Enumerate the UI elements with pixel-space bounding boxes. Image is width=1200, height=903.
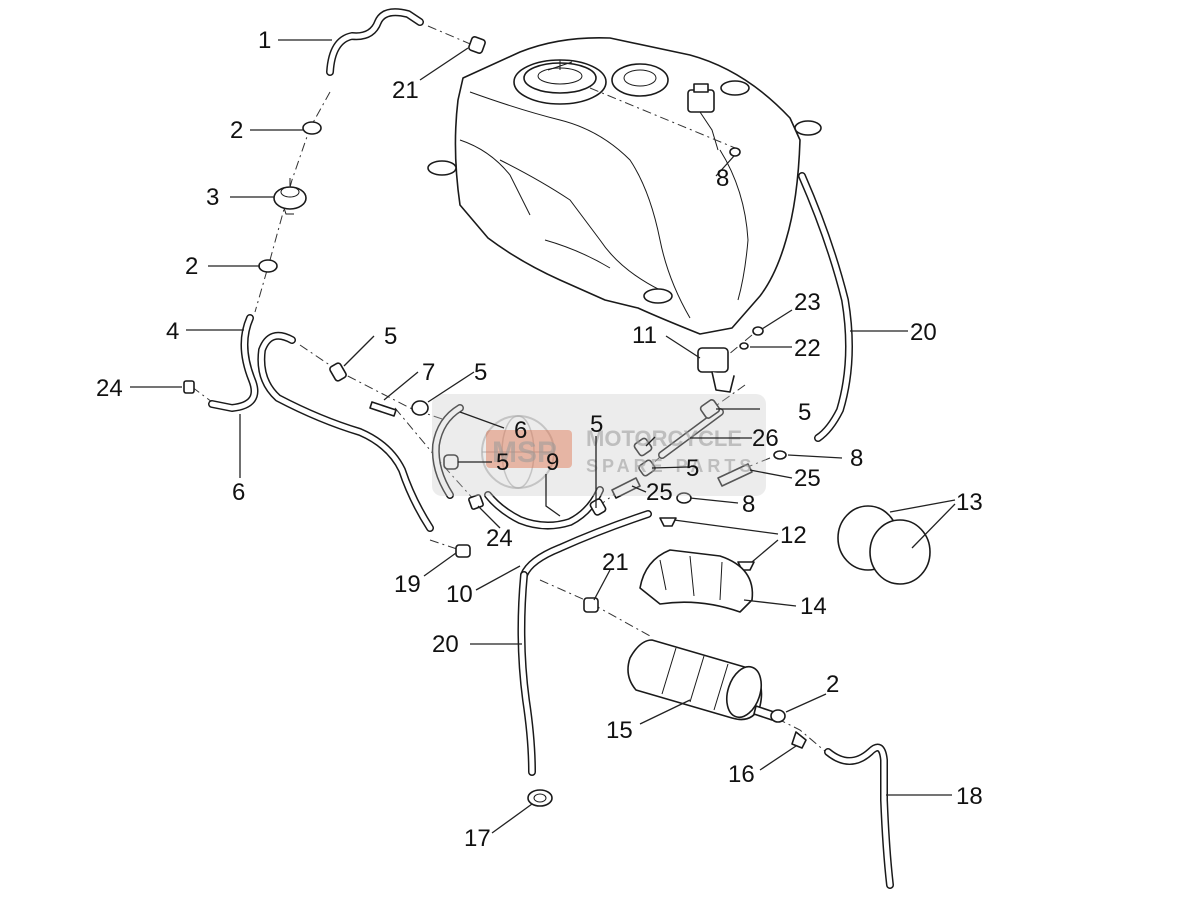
callout-label: 20: [432, 631, 459, 658]
callout-label: 25: [794, 465, 821, 492]
callout-label: 2: [826, 671, 839, 698]
callout-label: 11: [632, 322, 657, 349]
callout-label: 16: [728, 761, 755, 788]
callout-label: 5: [384, 323, 397, 350]
callout-label: 18: [956, 783, 983, 810]
callout-label: 5: [798, 399, 811, 426]
callout-label: 24: [486, 525, 513, 552]
watermark-box: [432, 394, 766, 496]
callout-label: 8: [850, 445, 863, 472]
callout-label: 19: [394, 571, 421, 598]
callout-label: 2: [230, 117, 243, 144]
fuel-tank: [427, 36, 822, 335]
small-parts: [183, 36, 931, 807]
callout-label: 9: [546, 449, 559, 476]
hoses: [208, 8, 894, 889]
callout-label: 21: [602, 549, 629, 576]
callout-labels: 1 2 3 2 4 24 6 5 7 5 6 5 9 24 19 10 20 2…: [96, 27, 983, 852]
leader-lines: [130, 39, 956, 834]
watermark-logo: MSP: [492, 436, 557, 469]
callout-label: 21: [392, 77, 419, 104]
callout-label: 5: [496, 449, 509, 476]
callout-label: 17: [464, 825, 491, 852]
callout-label: 23: [794, 289, 821, 316]
callout-label: 20: [910, 319, 937, 346]
callout-label: 15: [606, 717, 633, 744]
callout-label: 5: [474, 359, 487, 386]
callout-label: 14: [800, 593, 827, 620]
callout-label: 1: [258, 27, 271, 54]
watermark-logo-box: [486, 430, 572, 468]
callout-label: 2: [185, 253, 198, 280]
callout-label: 5: [686, 455, 699, 482]
callout-label: 22: [794, 335, 821, 362]
watermark-line2: SPARE PARTS: [586, 456, 755, 476]
callout-label: 7: [422, 359, 435, 386]
watermark: MSP MOTORCYCLE SPARE PARTS: [432, 394, 766, 496]
callout-label: 6: [232, 479, 245, 506]
callout-label: 3: [206, 184, 219, 211]
callout-label: 6: [514, 417, 527, 444]
callout-label: 13: [956, 489, 983, 516]
callout-label: 5: [590, 411, 603, 438]
callout-label: 4: [166, 318, 179, 345]
callout-label: 24: [96, 375, 123, 402]
callout-label: 26: [752, 425, 779, 452]
callout-label: 8: [716, 165, 729, 192]
callout-label: 12: [780, 522, 807, 549]
callout-label: 10: [446, 581, 473, 608]
callout-label: 8: [742, 491, 755, 518]
callout-label: 25: [646, 479, 673, 506]
